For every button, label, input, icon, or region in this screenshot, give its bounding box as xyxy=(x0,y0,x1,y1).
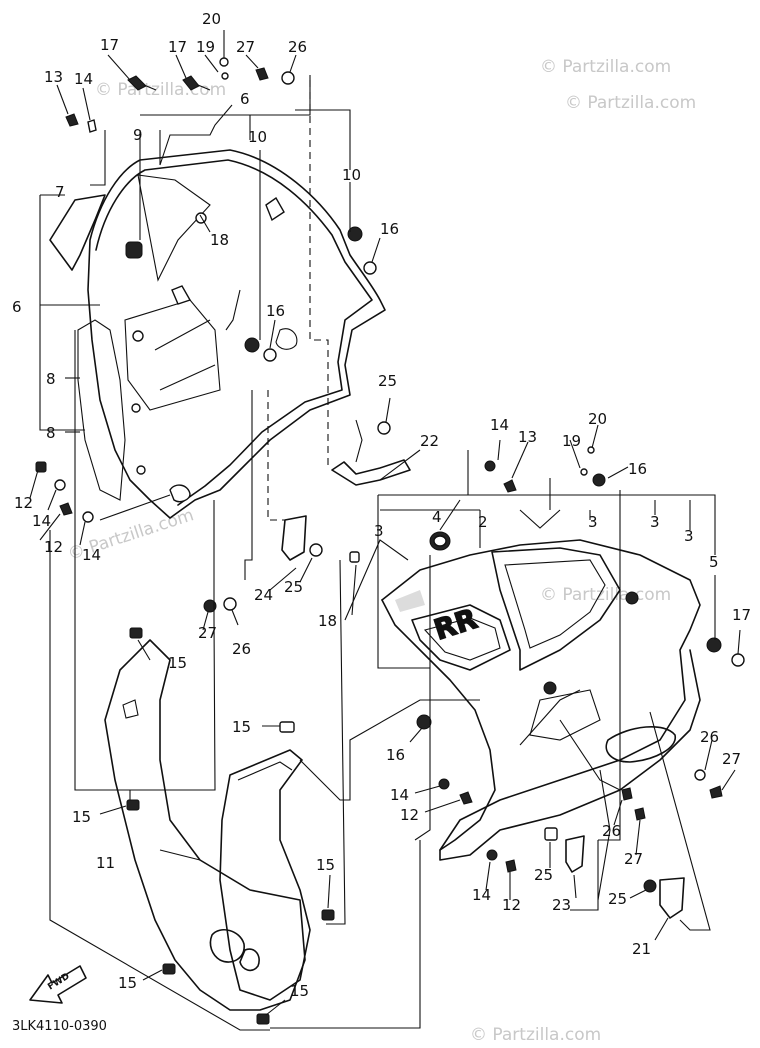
drawing-code: 3LK4110-0390 xyxy=(12,1019,107,1034)
callout-14: 14 xyxy=(472,886,491,904)
callout-26: 26 xyxy=(700,728,719,746)
callout-25: 25 xyxy=(284,578,303,596)
callout-27: 27 xyxy=(722,750,741,768)
callout-25: 25 xyxy=(608,890,627,908)
callout-4: 4 xyxy=(432,508,442,526)
callout-6: 6 xyxy=(240,90,250,108)
callout-16: 16 xyxy=(380,220,399,238)
callout-3: 3 xyxy=(374,522,384,540)
callout-15: 15 xyxy=(118,974,137,992)
front-direction-marker: FWD xyxy=(29,965,87,1004)
callout-15: 15 xyxy=(232,718,251,736)
right-lower-fairing-drawing: RR xyxy=(349,446,745,919)
callout-26: 26 xyxy=(602,822,621,840)
callout-21: 21 xyxy=(632,940,651,958)
callout-17: 17 xyxy=(732,606,751,624)
watermark-layer: © Partzilla.com © Partzilla.com © Partzi… xyxy=(65,57,696,1045)
callout-10: 10 xyxy=(342,166,361,184)
callout-2: 2 xyxy=(478,513,488,531)
callout-16: 16 xyxy=(266,302,285,320)
callout-15: 15 xyxy=(72,808,91,826)
callout-17: 17 xyxy=(168,38,187,56)
callout-27: 27 xyxy=(236,38,255,56)
callout-25: 25 xyxy=(534,866,553,884)
callout-26: 26 xyxy=(288,38,307,56)
callout-20: 20 xyxy=(202,10,221,28)
watermark-text: © Partzilla.com xyxy=(540,585,671,605)
callout-labels: 20 17 17 19 27 26 13 14 6 9 10 10 18 16 … xyxy=(12,10,751,1000)
callout-14: 14 xyxy=(490,416,509,434)
watermark-text: © Partzilla.com xyxy=(565,93,696,113)
callout-7: 7 xyxy=(55,183,65,201)
callout-11: 11 xyxy=(96,854,115,872)
callout-18: 18 xyxy=(318,612,337,630)
left-lower-panel-drawing xyxy=(104,627,335,1025)
callout-27: 27 xyxy=(624,850,643,868)
callout-12: 12 xyxy=(502,896,521,914)
callout-27: 27 xyxy=(198,624,217,642)
callout-3: 3 xyxy=(684,527,694,545)
svg-text:RR: RR xyxy=(430,602,481,647)
callout-6: 6 xyxy=(12,298,22,316)
callout-8: 8 xyxy=(46,370,56,388)
callout-8: 8 xyxy=(46,424,56,442)
callout-22: 22 xyxy=(420,432,439,450)
callout-19: 19 xyxy=(562,432,581,450)
callout-3: 3 xyxy=(650,513,660,531)
callout-12: 12 xyxy=(14,494,33,512)
watermark-text: © Partzilla.com xyxy=(470,1025,601,1045)
callout-23: 23 xyxy=(552,896,571,914)
callout-24: 24 xyxy=(254,586,273,604)
leader-lines xyxy=(29,30,741,1031)
callout-9: 9 xyxy=(133,126,143,144)
callout-15: 15 xyxy=(316,856,335,874)
callout-3: 3 xyxy=(588,513,598,531)
callout-15: 15 xyxy=(168,654,187,672)
callout-13: 13 xyxy=(44,68,63,86)
callout-18: 18 xyxy=(210,231,229,249)
callout-12: 12 xyxy=(400,806,419,824)
callout-13: 13 xyxy=(518,428,537,446)
upper-fasteners xyxy=(35,57,377,523)
callout-19: 19 xyxy=(196,38,215,56)
upper-cowling-drawing xyxy=(49,149,386,519)
callout-14: 14 xyxy=(390,786,409,804)
callout-25: 25 xyxy=(378,372,397,390)
callout-26: 26 xyxy=(232,640,251,658)
callout-14: 14 xyxy=(32,512,51,530)
watermark-text: © Partzilla.com xyxy=(95,80,226,100)
callout-16: 16 xyxy=(386,746,405,764)
callout-17: 17 xyxy=(100,36,119,54)
callout-5: 5 xyxy=(709,553,719,571)
callout-10: 10 xyxy=(248,128,267,146)
callout-15: 15 xyxy=(290,982,309,1000)
callout-20: 20 xyxy=(588,410,607,428)
callout-14: 14 xyxy=(82,546,101,564)
callout-16: 16 xyxy=(628,460,647,478)
bracket-drawings xyxy=(203,419,411,613)
callout-12: 12 xyxy=(44,538,63,556)
callout-14: 14 xyxy=(74,70,93,88)
watermark-text: © Partzilla.com xyxy=(540,57,671,77)
